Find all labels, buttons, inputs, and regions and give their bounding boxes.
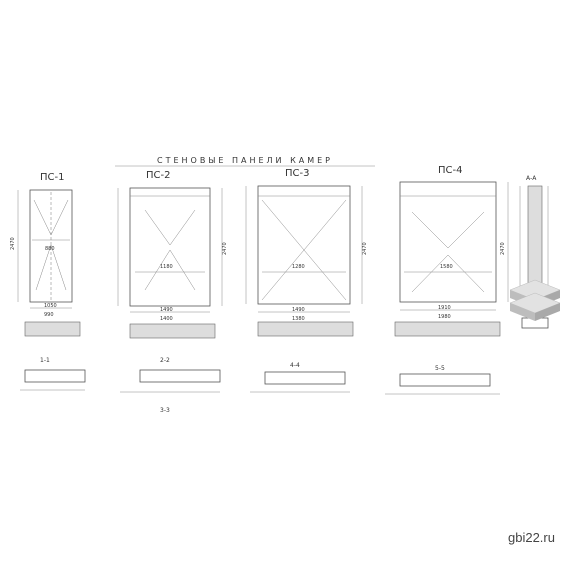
logo-icon bbox=[509, 279, 561, 321]
panel-ps1-mid: 880 bbox=[45, 246, 55, 252]
panel-ps2: ПС-2 2470 1180 1490 1400 2-2 3-3 bbox=[117, 170, 228, 414]
watermark-text: gbi22.ru bbox=[508, 530, 555, 545]
panel-ps3-width: 1490 bbox=[292, 307, 305, 313]
panel-ps1-width: 1050 bbox=[44, 303, 57, 309]
drawing-title: СТЕНОВЫЕ ПАНЕЛИ КАМЕР bbox=[157, 156, 333, 165]
panel-ps2-mid: 1180 bbox=[160, 264, 173, 270]
panel-ps4-height: 2470 bbox=[500, 242, 506, 255]
panel-ps1-height: 2470 bbox=[10, 237, 16, 250]
panel-ps3-base: 1380 bbox=[292, 316, 305, 322]
panel-ps1-label: ПС-1 bbox=[40, 172, 64, 183]
panel-ps3-height: 2470 bbox=[362, 242, 368, 255]
panel-ps4-width: 1910 bbox=[438, 305, 451, 311]
panel-ps2-base: 1400 bbox=[160, 316, 173, 322]
panel-ps3: ПС-3 2470 1280 1490 1380 4-4 bbox=[245, 168, 368, 393]
panel-ps3-label: ПС-3 bbox=[285, 168, 309, 179]
panel-ps4-label: ПС-4 bbox=[438, 165, 462, 176]
section-5-5-label: 5-5 bbox=[435, 365, 445, 372]
panel-ps4-mid: 1580 bbox=[440, 264, 453, 270]
panel-ps3-mid: 1280 bbox=[292, 264, 305, 270]
panel-ps1: ПС-1 2470 880 1050 990 1-1 bbox=[10, 172, 86, 391]
section-2-2-label: 2-2 bbox=[160, 357, 170, 364]
section-4-4-label: 4-4 bbox=[290, 362, 300, 369]
panel-ps4-base: 1980 bbox=[438, 314, 451, 320]
panel-ps2-label: ПС-2 bbox=[146, 170, 170, 181]
panel-ps4: ПС-4 2470 1580 1910 1980 5-5 bbox=[385, 165, 509, 395]
side-section-label: А-А bbox=[526, 175, 537, 182]
panel-ps2-width: 1490 bbox=[160, 307, 173, 313]
section-3-3-label: 3-3 bbox=[160, 407, 170, 414]
panel-ps1-base: 990 bbox=[44, 312, 54, 318]
panel-ps2-height: 2470 bbox=[222, 242, 228, 255]
section-1-1-label: 1-1 bbox=[40, 357, 50, 364]
side-section-a-a: А-А bbox=[519, 175, 549, 329]
